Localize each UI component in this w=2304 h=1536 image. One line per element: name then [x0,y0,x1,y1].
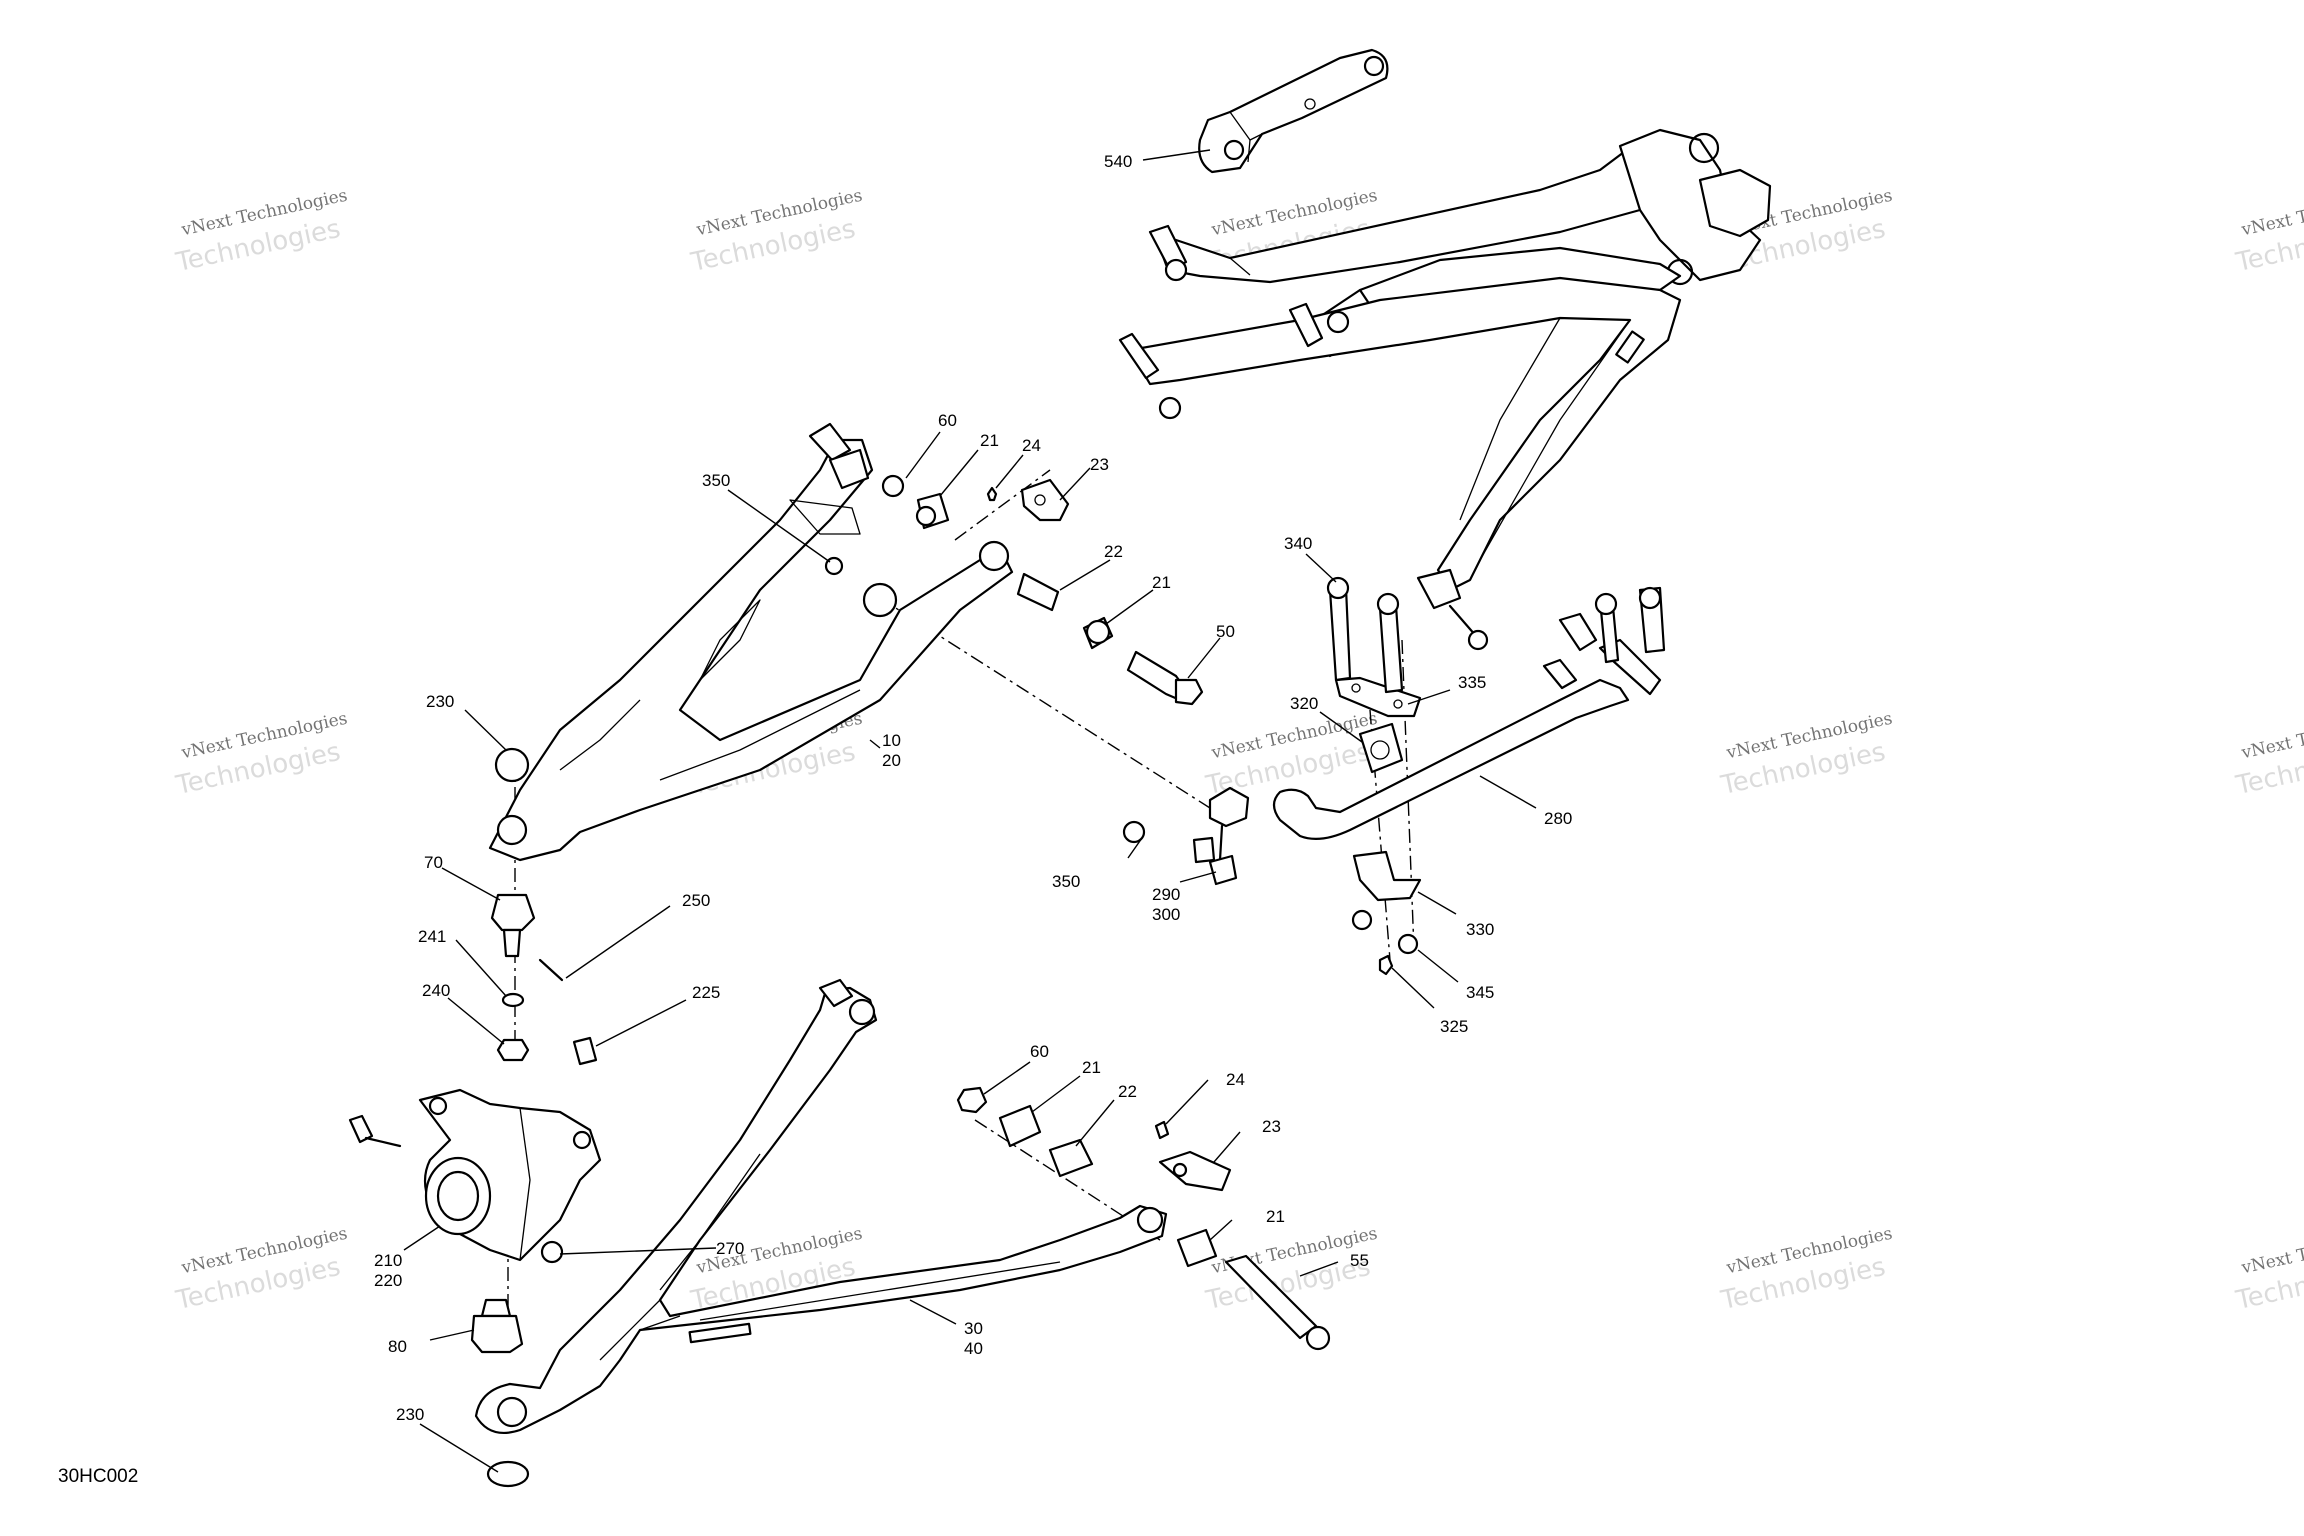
callout-20: 20 [882,751,901,770]
callout-230: 230 [426,692,454,711]
knuckle-210 [348,1088,602,1488]
callout-330: 330 [1466,920,1494,939]
callout-250: 250 [682,891,710,910]
callout-335: 335 [1458,673,1486,692]
callout-340: 340 [1284,534,1312,553]
callout-230: 230 [396,1405,424,1424]
svg-text:vNext Technologies: vNext Technologies [2239,1224,2304,1279]
ball-joint-70 [490,747,598,1066]
callout-55: 55 [1350,1251,1369,1270]
callout-21: 21 [1152,573,1171,592]
lower-hardware [956,1086,1331,1351]
callout-23: 23 [1090,455,1109,474]
callout-60: 60 [938,411,957,430]
callouts: 540 60 21 24 23 350 22 21 50 10 20 230 3… [374,152,1572,1424]
callout-21: 21 [980,431,999,450]
callout-241: 241 [418,927,446,946]
svg-text:vNext Technologies: vNext Technologies [2239,709,2304,764]
callout-350: 350 [1052,872,1080,891]
callout-210: 210 [374,1251,402,1270]
upper-hardware [881,474,1204,706]
callout-23: 23 [1262,1117,1281,1136]
callout-10: 10 [882,731,901,750]
callout-24: 24 [1022,436,1041,455]
diagram-reference: 30HC002 [58,1466,138,1487]
leader-lines [403,149,1537,1473]
callout-80: 80 [388,1337,407,1356]
svg-text:vNext Technologies: vNext Technologies [2239,186,2304,241]
callout-40: 40 [964,1339,983,1358]
callout-345: 345 [1466,983,1494,1002]
lower-a-arm-30 [474,978,1168,1434]
upper-a-arm-10 [488,422,1014,862]
callout-540: 540 [1104,152,1132,171]
callout-22: 22 [1104,542,1123,561]
callout-21: 21 [1266,1207,1285,1226]
callout-30: 30 [964,1319,983,1338]
callout-22: 22 [1118,1082,1137,1101]
callout-21: 21 [1082,1058,1101,1077]
callout-270: 270 [716,1239,744,1258]
callout-50: 50 [1216,622,1235,641]
callout-325: 325 [1440,1017,1468,1036]
callout-300: 300 [1152,905,1180,924]
callout-220: 220 [374,1271,402,1290]
assembled-control-arms [1118,128,1772,651]
callout-320: 320 [1290,694,1318,713]
callout-290: 290 [1152,885,1180,904]
callout-24: 24 [1226,1070,1245,1089]
callout-225: 225 [692,983,720,1002]
callout-70: 70 [424,853,443,872]
sway-bar-280 [1122,576,1666,976]
callout-350: 350 [702,471,730,490]
callout-280: 280 [1544,809,1572,828]
callout-60: 60 [1030,1042,1049,1061]
callout-240: 240 [422,981,450,1000]
bracket-540 [1198,48,1389,174]
